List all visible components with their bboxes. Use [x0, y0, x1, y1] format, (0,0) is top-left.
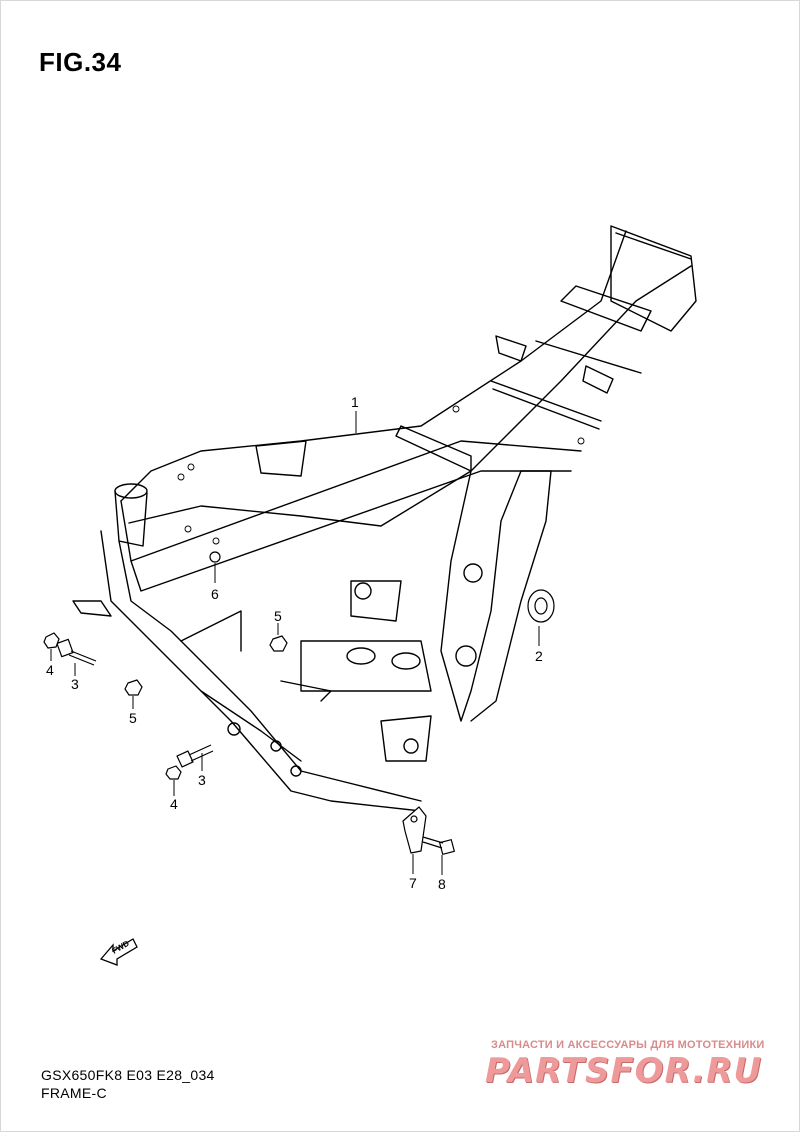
- nut-part-5-left: [124, 679, 143, 696]
- leader-lines: [50, 411, 540, 875]
- callout-part-8: 8: [438, 876, 446, 892]
- frame-body-drawing: [72, 225, 697, 812]
- fwd-arrow-icon: FWD: [99, 938, 138, 966]
- callout-part-2: 2: [535, 648, 543, 664]
- callout-part-7: 7: [409, 875, 417, 891]
- watermark-brand-logo: PARTSFOR.RU: [485, 1051, 763, 1091]
- bolt-part-3-upper: [56, 638, 97, 666]
- grommet-part-6: [209, 551, 221, 563]
- assembly-name: FRAME-C: [41, 1085, 107, 1101]
- nut-part-5-center: [269, 635, 288, 652]
- model-code: GSX650FK8 E03 E28_034: [41, 1067, 215, 1083]
- callout-part-3-upper: 3: [71, 676, 79, 692]
- bolt-part-8: [422, 836, 455, 855]
- nut-part-4-lower: [165, 765, 182, 780]
- callout-part-6: 6: [211, 586, 219, 602]
- callout-part-4-upper: 4: [46, 662, 54, 678]
- callout-part-3-lower: 3: [198, 772, 206, 788]
- callout-part-5-left: 5: [129, 710, 137, 726]
- watermark-tagline: ЗАПЧАСТИ И АКСЕССУАРЫ ДЛЯ МОТОТЕХНИКИ: [491, 1039, 765, 1051]
- figure-title: FIG.34: [39, 47, 122, 77]
- nut-part-4-upper: [43, 632, 60, 649]
- callout-part-5-center: 5: [274, 608, 282, 624]
- bolt-part-3-lower: [176, 744, 214, 768]
- callout-part-4-lower: 4: [170, 796, 178, 812]
- washer-part-2: [527, 589, 555, 623]
- bracket-part-7: [402, 806, 427, 854]
- callout-part-1: 1: [351, 394, 359, 410]
